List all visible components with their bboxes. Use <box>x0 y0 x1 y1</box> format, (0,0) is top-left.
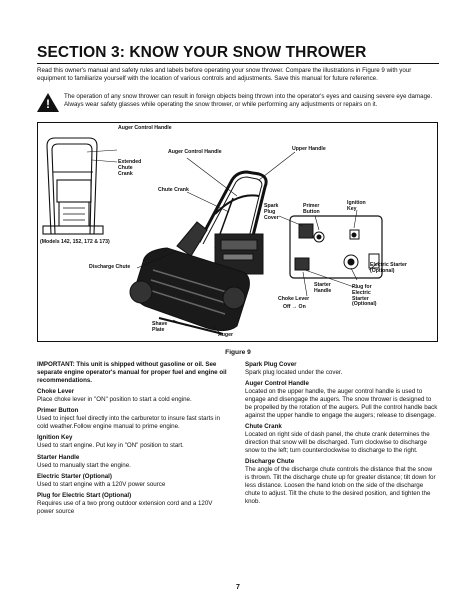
label-discharge-chute: Discharge Chute <box>89 264 131 270</box>
label-extended-chute-crank: Extended Chute Crank <box>118 159 142 177</box>
label-models: (Models 142, 152, 172 & 173) <box>40 239 110 245</box>
text-plug-electric-start: Requires use of a two prong outdoor exte… <box>37 499 213 515</box>
title-rule <box>37 63 439 64</box>
heading-choke-lever: Choke Lever <box>37 388 75 396</box>
heading-spark-plug-cover: Spark Plug Cover <box>245 361 297 368</box>
intro-paragraph: Read this owner's manual and safety rule… <box>37 67 412 82</box>
warning-icon <box>37 93 59 112</box>
label-choke-positions: Off → On <box>283 304 306 310</box>
text-ignition-key: Used to start engine. Put key in "ON" po… <box>37 442 184 450</box>
label-starter-handle: Starter Handle <box>314 282 332 294</box>
text-electric-starter: Used to start engine with a 120V power s… <box>37 480 166 488</box>
important-note: IMPORTANT: This unit is shipped without … <box>37 361 227 384</box>
text-auger-control-handle: Located on the upper handle, the auger c… <box>245 388 438 419</box>
warning-exclamation: ! <box>46 97 50 111</box>
right-column: Spark Plug Cover Spark plug located unde… <box>245 361 438 509</box>
label-primer-button: Primer Button <box>303 203 320 215</box>
label-upper-handle: Upper Handle <box>292 146 326 152</box>
heading-starter-handle: Starter Handle <box>37 453 80 461</box>
label-shave-plate: Shave Plate <box>152 321 168 333</box>
heading-electric-starter: Electric Starter (Optional) <box>37 472 112 480</box>
page-number: 7 <box>236 584 240 591</box>
label-electric-starter: Electric Starter (Optional) <box>370 262 407 274</box>
heading-ignition-key: Ignition Key <box>37 434 73 442</box>
left-column: IMPORTANT: This unit is shipped without … <box>37 361 230 519</box>
text-primer-button: Used to inject fuel directly into the ca… <box>37 415 220 431</box>
label-auger-control-handle: Auger Control Handle <box>168 149 222 155</box>
label-ignition-key: Ignition Key <box>347 200 366 212</box>
section-title: SECTION 3: KNOW YOUR SNOW THROWER <box>37 44 367 61</box>
text-starter-handle: Used to manually start the engine. <box>37 461 131 469</box>
label-choke-lever: Choke Lever <box>278 296 310 302</box>
warning-text: The operation of any snow thrower can re… <box>64 93 433 108</box>
heading-discharge-chute: Discharge Chute <box>245 458 295 466</box>
figure-9-frame <box>37 122 438 342</box>
label-plug-electric-starter: Plug for Electric Starter (Optional) <box>352 284 377 308</box>
main-snow-thrower-drawing <box>129 170 268 335</box>
heading-plug-electric-start: Plug for Electric Start (Optional) <box>37 492 132 500</box>
heading-chute-crank: Chute Crank <box>245 423 282 431</box>
snow-thrower-illustration <box>42 137 383 335</box>
control-panel-drawing <box>289 215 383 279</box>
inset-snow-thrower-drawing <box>42 137 118 235</box>
heading-auger-control-handle: Auger Control Handle <box>245 380 309 388</box>
figure-caption: Figure 9 <box>225 349 251 356</box>
text-choke-lever: Place choke lever in "ON" position to st… <box>37 396 192 404</box>
callout-leader-lines <box>136 151 380 335</box>
label-auger-control-handle-small: Auger Control Handle <box>118 125 172 131</box>
text-spark-plug-cover: Spark plug located under the cover. <box>245 368 343 376</box>
label-auger: Auger <box>218 332 233 338</box>
heading-primer-button: Primer Button <box>37 407 79 415</box>
label-chute-crank: Chute Crank <box>158 187 189 193</box>
text-chute-crank: Located on right side of dash panel, the… <box>245 431 430 454</box>
text-discharge-chute: The angle of the discharge chute control… <box>245 466 436 505</box>
label-spark-plug-cover: Spark Plug Cover <box>264 203 279 221</box>
